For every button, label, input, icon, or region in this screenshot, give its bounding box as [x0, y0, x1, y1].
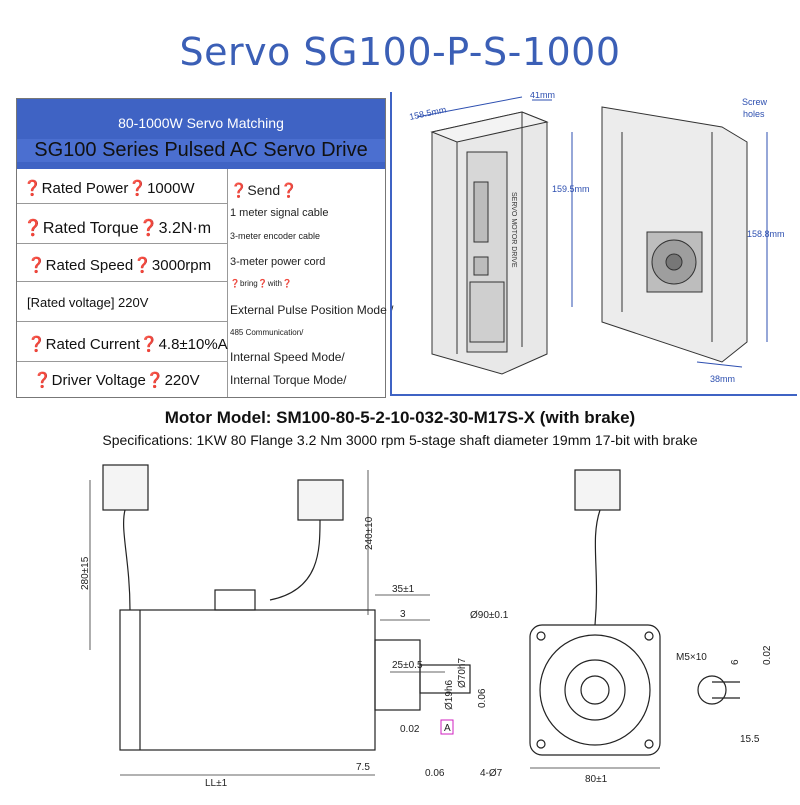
- row-divider: [17, 243, 227, 244]
- rated-current-row: ❓Rated Current❓4.8±10%A: [27, 336, 228, 353]
- motor-drawing-svg: 280±15 240±10 35±1 3 25±0.5 Ø90±0.1 Ø70h…: [80, 464, 773, 789]
- front-height-dimension: 159.5mm: [552, 184, 590, 194]
- motor-dimension-drawing: 280±15 240±10 35±1 3 25±0.5 Ø90±0.1 Ø70h…: [0, 450, 800, 800]
- tolerance-006: 0.06: [477, 688, 488, 708]
- depth-dimension: 158.5mm: [408, 104, 447, 122]
- send-item: 3-meter power cord: [230, 256, 326, 268]
- send-title: ❓Send❓: [230, 182, 298, 198]
- servo-drive-illustration: 158.5mm 41mm 159.5mm 158.8mm 38mm Screw …: [408, 90, 785, 384]
- rated-torque-row: ❓Rated Torque❓3.2N·m: [23, 220, 212, 237]
- holes-dim: 4-Ø7: [480, 768, 503, 779]
- thread-m5: M5×10: [676, 652, 707, 663]
- rated-voltage-row: [Rated voltage] 220V: [27, 295, 149, 310]
- datum-marker: [440, 719, 454, 735]
- send-item: Internal Torque Mode/: [230, 373, 347, 387]
- width-dimension: 41mm: [530, 92, 555, 100]
- key-002: 0.02: [762, 645, 773, 665]
- motor-model: Motor Model: SM100-80-5-2-10-032-30-M17S…: [164, 408, 636, 427]
- send-item: 1 meter signal cable: [230, 207, 329, 219]
- dim-ll: LL±1: [205, 778, 228, 789]
- page-title: Servo SG100-P-S-1000: [179, 30, 621, 74]
- send-item: ❓bring❓with❓: [230, 279, 292, 288]
- dim-25: 25±0.5: [392, 660, 423, 671]
- column-divider: [227, 169, 228, 397]
- dim-80: 80±1: [585, 774, 608, 785]
- drive-front-text: SERVO MOTOR DRIVE: [510, 192, 517, 268]
- send-item: External Pulse Position Mode /: [230, 303, 394, 317]
- row-divider: [17, 321, 227, 322]
- driver-voltage-row: ❓Driver Voltage❓220V: [33, 372, 200, 389]
- table-header: 80-1000W Servo Matching SG100 Series Pul…: [17, 99, 385, 169]
- servo-drive-photo: 158.5mm 41mm 159.5mm 158.8mm 38mm Screw …: [390, 90, 797, 396]
- rated-speed-row: ❓Rated Speed❓3000rpm: [27, 257, 212, 274]
- send-item: 485 Communication/: [230, 328, 304, 337]
- motor-specs: Specifications: 1KW 80 Flange 3.2 Nm 300…: [102, 432, 698, 448]
- holes-label: holes: [743, 109, 765, 119]
- screw-label: Screw: [742, 97, 768, 107]
- tolerance-006-bottom: 0.06: [425, 768, 445, 779]
- dim-90: Ø90±0.1: [470, 610, 509, 621]
- tolerance-002: 0.02: [400, 724, 420, 735]
- dim-7-5: 7.5: [356, 762, 370, 773]
- back-height-dimension: 158.8mm: [747, 229, 785, 239]
- datum-a: A: [444, 723, 451, 734]
- cable-length-280: 280±15: [80, 556, 91, 590]
- send-item: Internal Speed Mode/: [230, 350, 345, 364]
- rated-power-row: ❓Rated Power❓1000W: [23, 180, 195, 197]
- dim-19: Ø19h6: [444, 680, 455, 710]
- table-subtitle: 80-1000W Servo Matching: [118, 115, 284, 131]
- cable-length-240: 240±10: [364, 516, 375, 550]
- row-divider: [17, 281, 227, 282]
- key-width: 6: [730, 659, 741, 665]
- dim-3: 3: [400, 609, 406, 620]
- bottom-dimension: 38mm: [710, 374, 735, 384]
- dim-15-5: 15.5: [740, 734, 760, 745]
- spec-table: 80-1000W Servo Matching SG100 Series Pul…: [16, 98, 393, 398]
- row-divider: [17, 361, 227, 362]
- row-divider: [17, 203, 227, 204]
- table-heading: SG100 Series Pulsed AC Servo Drive: [17, 139, 385, 162]
- send-item: 3-meter encoder cable: [230, 231, 321, 241]
- dim-35: 35±1: [392, 584, 415, 595]
- dim-70: Ø70h7: [457, 658, 468, 688]
